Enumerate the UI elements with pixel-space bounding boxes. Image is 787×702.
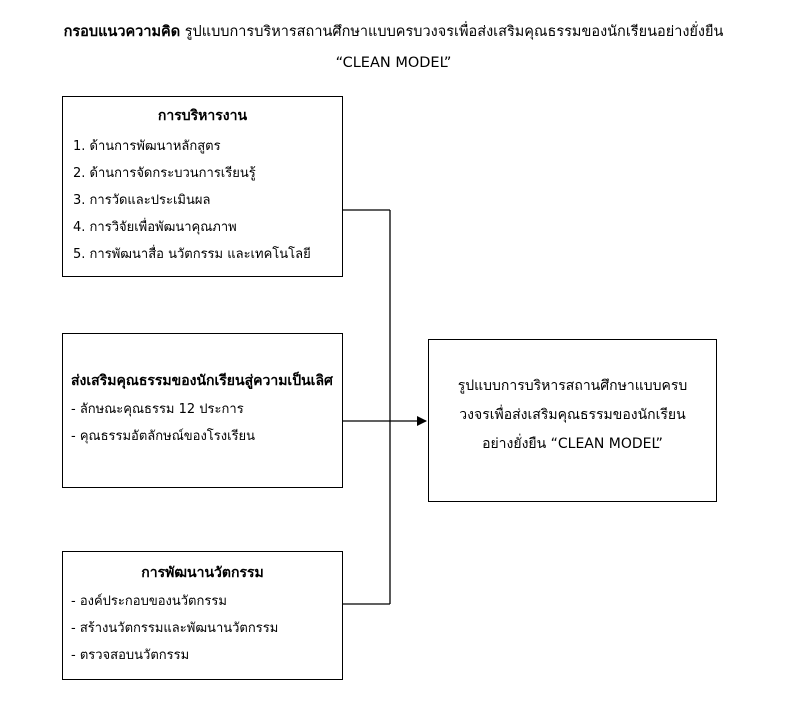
innovation-item: - สร้างนวัตกรรมและพัฒนานวัตกรรม (71, 621, 279, 636)
title-text: รูปแบบการบริหารสถานศึกษาแบบครบวงจรเพื่อส… (184, 24, 724, 40)
innovation-box: การพัฒนานวัตกรรม - องค์ประกอบของนวัตกรรม… (62, 551, 343, 680)
management-heading: การบริหารงาน (157, 108, 248, 124)
result-box: รูปแบบการบริหารสถานศึกษาแบบครบ วงจรเพื่อ… (428, 339, 717, 502)
result-line: อย่างยั่งยืน “CLEAN MODEL” (482, 436, 663, 452)
management-item: 1. ด้านการพัฒนาหลักสูตร (73, 139, 221, 154)
innovation-item: - องค์ประกอบของนวัตกรรม (71, 594, 227, 609)
management-item: 5. การพัฒนาสื่อ นวัตกรรม และเทคโนโลยี (73, 247, 311, 262)
management-box: การบริหารงาน 1. ด้านการพัฒนาหลักสูตร 2. … (62, 96, 343, 277)
virtue-heading: ส่งเสริมคุณธรรมของนักเรียนสู่ความเป็นเลิ… (71, 373, 333, 389)
diagram-title: กรอบแนวความคิด รูปแบบการบริหารสถานศึกษาแ… (0, 20, 787, 44)
innovation-item: - ตรวจสอบนวัตกรรม (71, 648, 190, 663)
management-item: 4. การวิจัยเพื่อพัฒนาคุณภาพ (73, 220, 237, 235)
virtue-item: - ลักษณะคุณธรรม 12 ประการ (71, 402, 244, 417)
innovation-heading: การพัฒนานวัตกรรม (141, 565, 264, 581)
result-line: รูปแบบการบริหารสถานศึกษาแบบครบ (457, 378, 688, 394)
management-item: 2. ด้านการจัดกระบวนการเรียนรู้ (73, 166, 256, 181)
management-item: 3. การวัดและประเมินผล (73, 193, 211, 208)
virtue-item: - คุณธรรมอัตลักษณ์ของโรงเรียน (71, 429, 256, 444)
virtue-box: ส่งเสริมคุณธรรมของนักเรียนสู่ความเป็นเลิ… (62, 333, 343, 488)
result-line: วงจรเพื่อส่งเสริมคุณธรรมของนักเรียน (459, 407, 686, 423)
diagram-subtitle: “CLEAN MODEL” (335, 55, 452, 71)
title-lead: กรอบแนวความคิด (63, 24, 181, 40)
